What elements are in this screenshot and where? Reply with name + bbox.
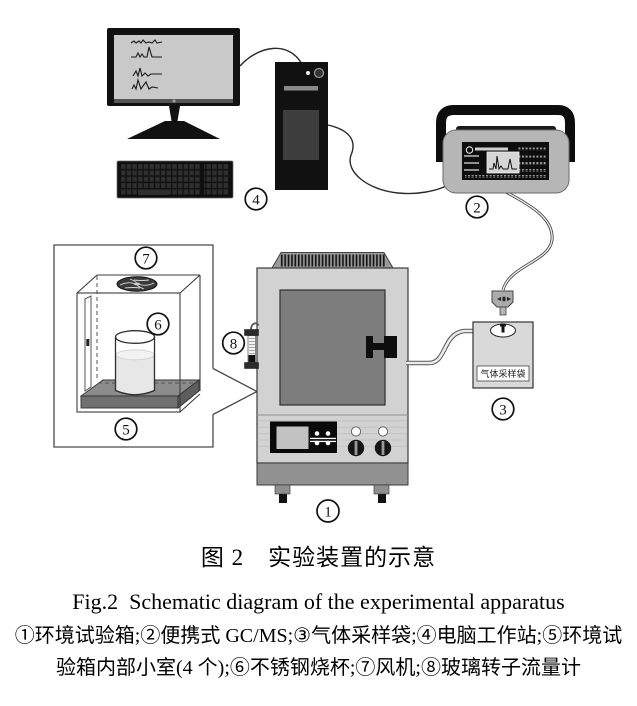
callout-frame	[53, 244, 214, 448]
monitor-stand-base	[127, 121, 220, 139]
cable-tower-to-gcms	[327, 124, 447, 195]
indicator-lamp-left	[350, 426, 362, 437]
monitor-power-icon	[172, 99, 176, 103]
tower-drive-slot	[284, 86, 318, 91]
indicator-lamp-right	[377, 426, 389, 437]
chamber-door-handle	[366, 336, 397, 358]
gcms-display	[486, 151, 520, 174]
control-buttons	[310, 431, 336, 446]
monitor	[107, 28, 240, 139]
control-display	[276, 426, 309, 449]
tower-front-panel	[283, 110, 319, 160]
figure-caption-zh: 图 2 实验装置的示意	[200, 545, 437, 570]
keyboard-numpad-keys	[204, 164, 229, 196]
svg-text:3: 3	[499, 402, 507, 418]
callout-number-6: 6	[146, 312, 170, 336]
callout-number-4: 4	[244, 187, 268, 211]
callout-number-1: 1	[316, 499, 340, 523]
tower-power-button-icon	[313, 67, 325, 79]
tower-led-icon	[306, 71, 310, 75]
door-handle-icon	[86, 339, 90, 346]
figure-legend-line1: ①环境试验箱;②便携式 GC/MS;③气体采样袋;④电脑工作站;⑤环境试	[14, 625, 623, 647]
gcms-handle	[436, 105, 575, 162]
bag-label-text: 气体采样袋	[480, 368, 525, 379]
svg-text:2: 2	[473, 200, 481, 216]
svg-text:8: 8	[230, 336, 238, 352]
keyboard	[116, 160, 234, 199]
gcms-sampling-connector	[491, 290, 514, 316]
computer-tower	[275, 62, 328, 190]
rotameter-float-icon	[248, 355, 255, 362]
bag-label-box	[476, 365, 530, 382]
figure-legend-line2: 验箱内部小室(4 个);⑥不锈钢烧杯;⑦风机;⑧玻璃转子流量计	[56, 657, 581, 679]
apparatus-schematic: 气体采样袋 1 2 3 4 5 6 7 8	[53, 28, 575, 523]
callout-number-7: 7	[134, 246, 158, 270]
vent-slats-icon	[280, 254, 385, 267]
cable-monitor-to-tower	[239, 47, 303, 67]
rotameter-inlet-tube	[250, 322, 260, 330]
callout-pointer-lines	[212, 367, 258, 416]
gcms-dial-icon	[465, 146, 474, 154]
callout-number-8: 8	[221, 331, 246, 355]
control-knob-left	[347, 439, 365, 457]
svg-text:4: 4	[252, 192, 260, 208]
gcms-chromatogram-icon	[489, 155, 517, 171]
svg-text:6: 6	[154, 317, 162, 333]
portable-gcms	[436, 105, 575, 194]
keyboard-spacebar	[138, 189, 168, 195]
callout-number-3: 3	[491, 397, 515, 421]
svg-text:5: 5	[122, 422, 130, 438]
monitor-screen	[114, 35, 233, 99]
inner-chamber-callout	[53, 244, 258, 448]
sampling-tube	[406, 328, 491, 366]
chamber-base	[256, 462, 409, 486]
environmental-test-chamber	[256, 252, 409, 503]
svg-text:7: 7	[142, 251, 150, 267]
cable-gcms-to-bag-connector	[501, 190, 554, 291]
chromatogram-traces-icon	[130, 39, 163, 91]
figure-caption-en: Fig.2 Schematic diagram of the experimen…	[72, 589, 565, 614]
callout-number-2: 2	[465, 195, 489, 219]
chamber-feet	[274, 484, 390, 503]
glass-rotameter	[244, 322, 260, 369]
connector-arrow-icons	[497, 296, 511, 302]
monitor-stand-stem	[169, 106, 180, 124]
fan-icon	[116, 276, 158, 292]
inner-chamber-door	[84, 295, 92, 392]
inner-chamber-box	[76, 274, 201, 413]
control-knob-right	[374, 439, 392, 457]
stainless-steel-beaker	[114, 330, 156, 396]
callout-number-5: 5	[114, 417, 138, 441]
gas-sampling-bag: 气体采样袋	[472, 321, 534, 389]
svg-text:1: 1	[324, 504, 332, 520]
